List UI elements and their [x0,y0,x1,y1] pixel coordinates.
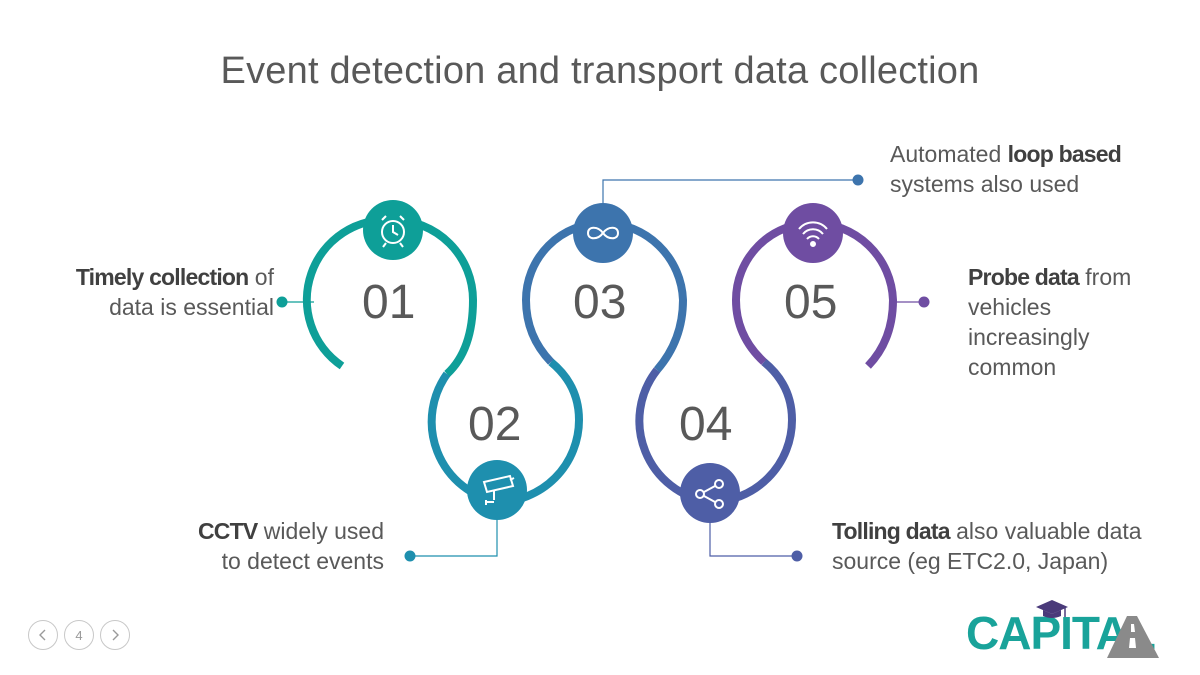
caption-04-line2: source (eg ETC2.0, Japan) [832,548,1109,574]
connector-dots [276,174,930,562]
caption-04-rest: also valuable data [949,518,1142,544]
prev-slide-button[interactable] [28,620,58,650]
caption-05-line3: increasingly [968,324,1090,350]
caption-05: Probe data from vehicles increasingly co… [968,262,1168,382]
connector-dot-03 [852,174,864,186]
caption-02-rest: widely used [257,518,384,544]
connector-dot-01 [276,296,288,308]
caption-04-bold: Tolling data [832,518,951,544]
caption-02-bold: CCTV [198,518,258,544]
caption-03-line2: systems also used [890,171,1080,197]
caption-02: CCTV widely used to detect events [184,516,384,576]
connector-02 [410,515,498,557]
connector-03 [602,179,858,205]
caption-05-bold: Probe data [968,264,1080,290]
icon-node-05 [783,203,843,263]
caption-01: Timely collection of data is essential [74,262,274,322]
step-number-03: 03 [573,276,626,329]
alarm-clock-icon [381,215,405,248]
connector-04 [709,515,797,557]
caption-01-rest: of [248,264,274,290]
icon-node-04 [680,463,740,523]
icon-node-02 [467,460,527,520]
caption-04: Tolling data also valuable data source (… [832,516,1172,576]
icon-node-03 [573,203,633,263]
step-number-01: 01 [362,276,415,329]
caption-03-pre: Automated [890,141,1008,167]
connector-lines [282,179,924,557]
slide-navigation: 4 [28,620,130,650]
page-number: 4 [64,620,94,650]
cctv-camera-icon [482,474,515,505]
caption-01-line2: data is essential [109,294,274,320]
share-nodes-icon [695,479,724,509]
caption-01-bold: Timely collection [75,264,249,290]
step-number-04: 04 [679,398,732,451]
infinity-loop-icon [586,226,620,240]
wifi-signal-icon [798,221,828,247]
capital-logo: CAPITAL [966,600,1166,658]
caption-03-bold: loop based [1007,141,1122,167]
road-graphic [1107,616,1159,658]
step-number-02: 02 [468,398,521,451]
icon-node-01 [363,200,423,260]
chevron-left-icon [39,629,46,641]
chevron-right-icon [112,629,119,641]
connector-dot-05 [918,296,930,308]
caption-05-line2: vehicles [968,294,1052,320]
caption-03: Automated loop based systems also used [890,139,1180,199]
caption-05-line4: common [968,354,1057,380]
caption-05-rest: from [1078,264,1132,290]
connector-dot-04 [791,550,803,562]
step-number-05: 05 [784,276,837,329]
caption-02-line2: to detect events [221,548,384,574]
connector-dot-02 [404,550,416,562]
page-title: Event detection and transport data colle… [220,50,980,92]
next-slide-button[interactable] [100,620,130,650]
graduation-cap-icon [1036,600,1068,618]
